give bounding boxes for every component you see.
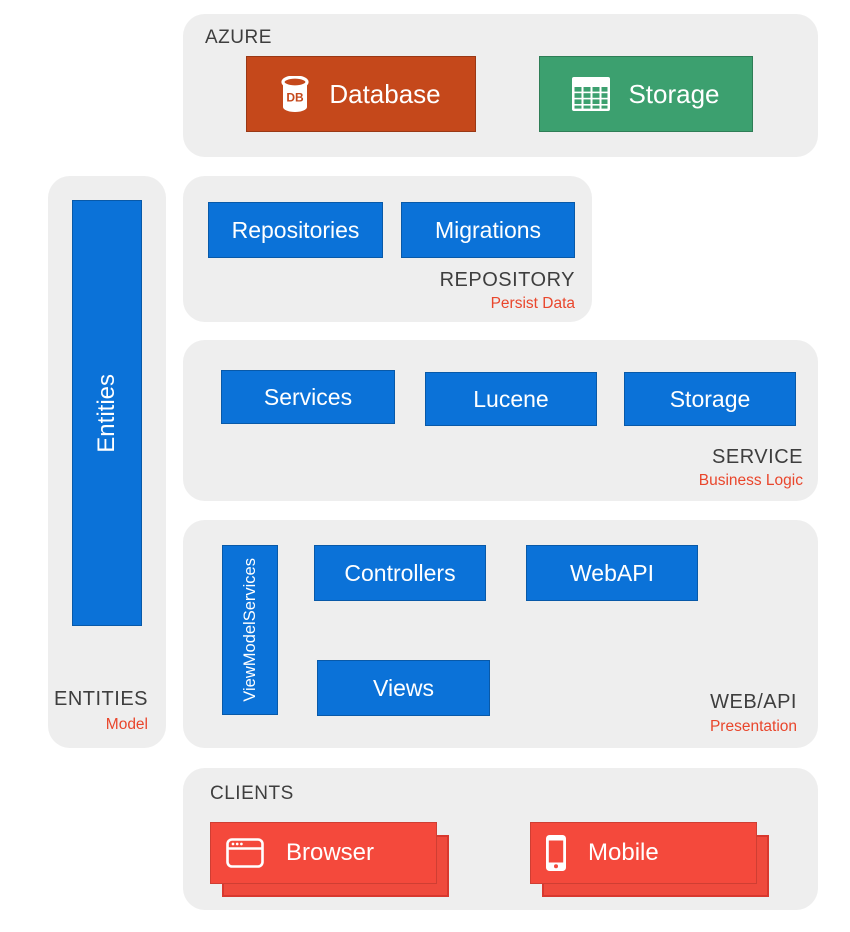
mobile-node: Mobile <box>530 822 769 897</box>
database-node-label: Database <box>329 78 441 109</box>
entities-layer-panel: Entities ENTITIES Model <box>48 176 166 748</box>
browser-node-front: Browser <box>210 822 437 884</box>
mobile-node-front: Mobile <box>530 822 757 884</box>
service-layer-role: Business Logic <box>698 472 803 489</box>
service-layer-name: SERVICE <box>712 446 803 468</box>
viewmodelservices-node: ViewModelServices <box>222 545 278 715</box>
repository-layer-role: Persist Data <box>490 295 575 312</box>
azure-panel-title: AZURE <box>205 27 272 48</box>
azure-panel: AZURE DB Database <box>183 14 818 157</box>
webapi-layer-panel: ViewModelServices Controllers WebAPI Vie… <box>183 520 818 748</box>
table-grid-icon <box>572 77 611 111</box>
entities-layer-name: ENTITIES <box>53 688 148 710</box>
lucene-node-label: Lucene <box>473 385 549 412</box>
smartphone-icon <box>546 835 566 871</box>
migrations-node-label: Migrations <box>434 216 542 243</box>
entities-layer-role: Model <box>105 716 148 733</box>
clients-panel: CLIENTS Browser <box>183 768 818 910</box>
views-node-label: Views <box>373 674 434 701</box>
controllers-node-label: Controllers <box>344 559 456 586</box>
database-cylinder-icon: DB <box>281 75 309 113</box>
repository-layer-name: REPOSITORY <box>439 269 575 291</box>
mobile-node-label: Mobile <box>588 839 659 866</box>
entities-node: Entities <box>72 200 142 626</box>
repositories-node-label: Repositories <box>231 216 360 243</box>
migrations-node: Migrations <box>401 202 575 258</box>
svg-text:DB: DB <box>287 90 305 104</box>
lucene-node: Lucene <box>425 372 597 426</box>
service-layer-panel: Services Lucene Storage SERVICE Business… <box>183 340 818 501</box>
azure-storage-node: Storage <box>539 56 753 132</box>
azure-storage-node-label: Storage <box>628 78 720 109</box>
services-node: Services <box>221 370 395 424</box>
browser-window-icon <box>226 838 264 868</box>
repositories-node: Repositories <box>208 202 383 258</box>
viewmodelservices-node-label: ViewModelServices <box>240 558 259 702</box>
service-storage-node: Storage <box>624 372 796 426</box>
repository-layer-panel: Repositories Migrations REPOSITORY Persi… <box>183 176 592 322</box>
webapi-layer-name: WEB/API <box>710 691 797 713</box>
service-storage-node-label: Storage <box>669 385 751 412</box>
controllers-node: Controllers <box>314 545 486 601</box>
entities-node-label: Entities <box>93 373 120 453</box>
browser-node-label: Browser <box>286 839 375 866</box>
clients-panel-title: CLIENTS <box>210 783 294 804</box>
browser-node: Browser <box>210 822 449 897</box>
webapi-node: WebAPI <box>526 545 698 601</box>
webapi-layer-role: Presentation <box>709 718 797 735</box>
webapi-node-label: WebAPI <box>570 559 654 586</box>
views-node: Views <box>317 660 490 716</box>
services-node-label: Services <box>263 383 353 410</box>
database-node: DB Database <box>246 56 476 132</box>
